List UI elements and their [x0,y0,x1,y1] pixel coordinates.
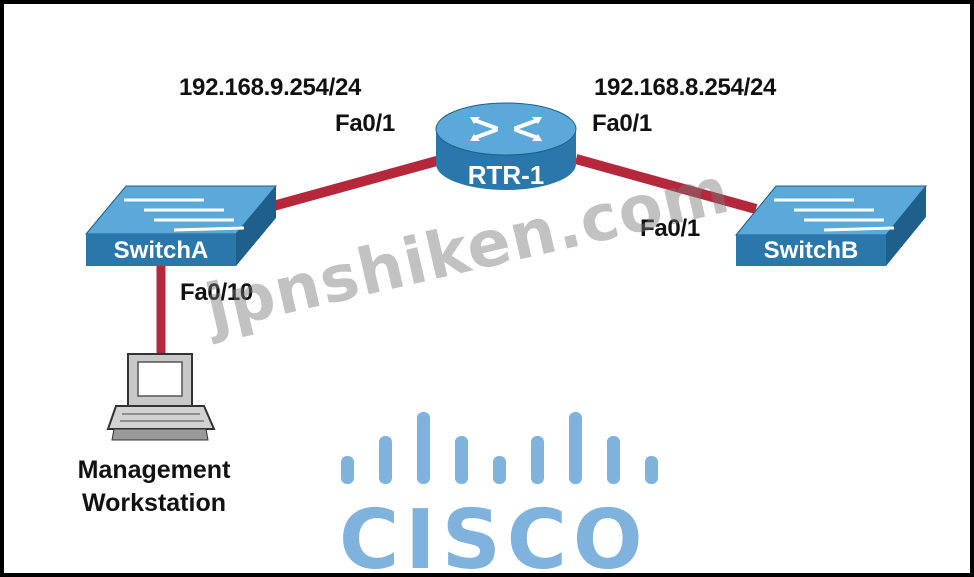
diagram-graphics: RTR-1 SwitchA SwitchB [84,102,928,484]
workstation-icon [106,353,216,441]
switch-a-icon [84,185,278,266]
cisco-logo-bars [341,412,658,484]
workstation-label: Management Workstation [44,454,264,520]
rtr-right-port-label: Fa0/1 [592,110,652,137]
router-icon [435,102,577,190]
rtr-left-port-label: Fa0/1 [335,110,395,137]
link-switcha-rtr1 [264,154,446,213]
workstation-label-line-1: Management [77,456,231,484]
switch-b-name: SwitchB [764,237,859,264]
cisco-logo-text: CISCO [339,493,649,577]
workstation-label-line-2: Workstation [82,489,226,517]
switcha-port-label: Fa0/10 [180,279,253,306]
switchb-port-label: Fa0/1 [640,215,700,242]
link-rtr1-switchb [574,154,758,214]
rtr-left-ip-label: 192.168.9.254/24 [179,74,362,101]
switch-a-name: SwitchA [114,237,209,264]
rtr-right-ip-label: 192.168.8.254/24 [594,74,777,101]
router-name: RTR-1 [468,160,545,190]
switch-b-icon [734,185,928,266]
